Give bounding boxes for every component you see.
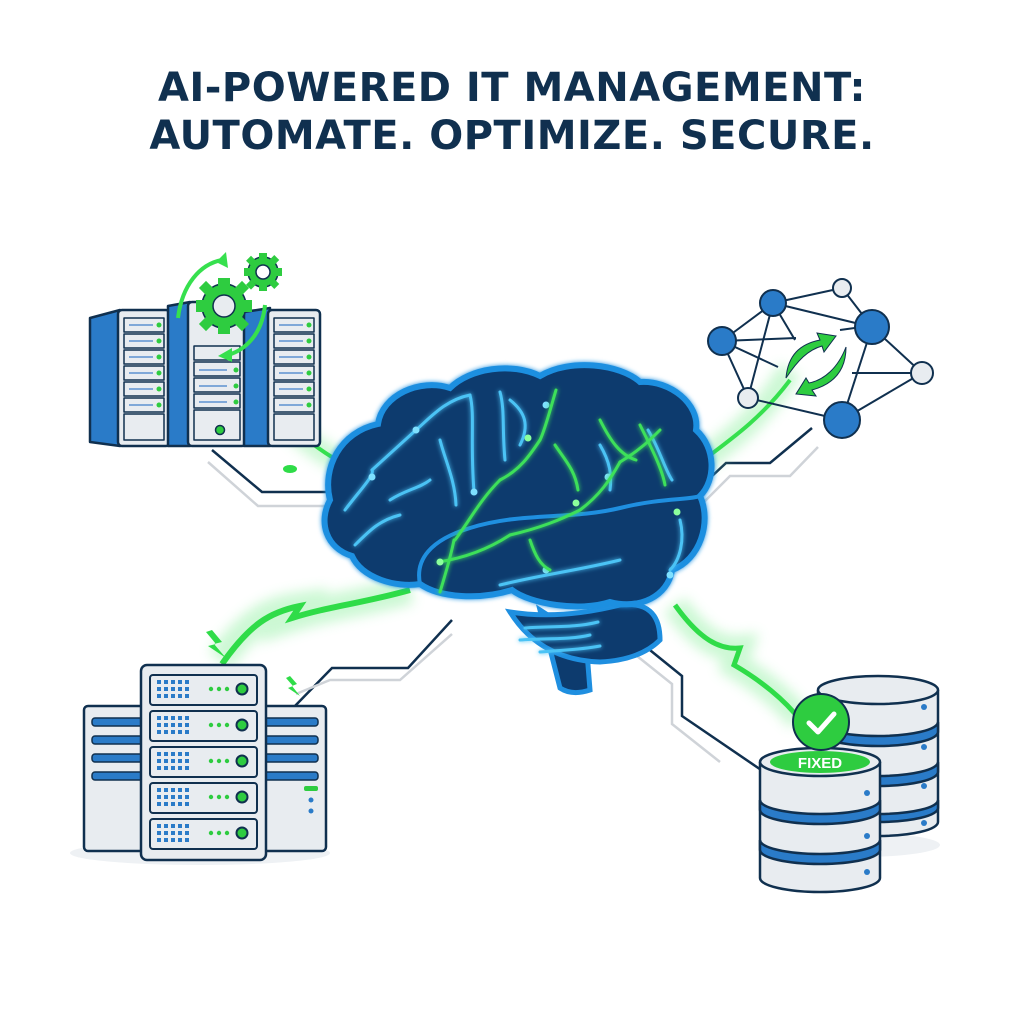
server-rack-gears-icon (88, 252, 322, 448)
page-title: AI-POWERED IT MANAGEMENT: AUTOMATE. OPTI… (0, 64, 1024, 160)
vent-grid (157, 680, 189, 842)
gear-icon (196, 278, 252, 334)
checkmark-badge (792, 693, 850, 751)
fixed-badge (770, 751, 870, 773)
title-line-1: AI-POWERED IT MANAGEMENT: (157, 65, 867, 111)
title-line-2: AUTOMATE. OPTIMIZE. SECURE. (149, 113, 875, 159)
network-sync-icon (707, 278, 934, 439)
gear-icon (244, 253, 282, 291)
fixed-label: FIXED (798, 755, 842, 772)
database-icon (758, 674, 940, 894)
lightning-bolt-icon (286, 676, 300, 696)
checkmark-icon (806, 711, 837, 735)
brain-icon (321, 362, 715, 696)
connector-lines (207, 427, 819, 778)
server-tower-icon (70, 663, 330, 865)
lightning-bolt-icon (206, 630, 226, 658)
sync-arrows-icon (785, 332, 847, 397)
